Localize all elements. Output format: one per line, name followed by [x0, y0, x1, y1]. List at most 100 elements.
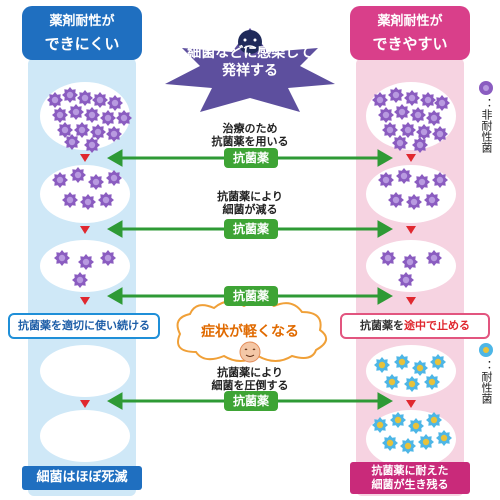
bacterium [414, 174, 430, 190]
bacterium [432, 126, 448, 142]
bacterium [380, 250, 396, 266]
bacterium [77, 90, 93, 106]
bacterium [78, 254, 94, 270]
left-stage-5-oval [40, 410, 130, 462]
non-resistant-bacteria-icon [479, 81, 493, 95]
bacteria-layer [47, 87, 452, 454]
bacterium [47, 92, 63, 108]
resistant-bacterium [418, 434, 434, 450]
infection-star-shape [165, 28, 335, 112]
bacterium [402, 254, 418, 270]
infection-title-line1: 細菌などに感染して [187, 45, 313, 61]
bacterium [62, 192, 78, 208]
resistant-bacterium [384, 374, 400, 390]
header-right-line2: できやすい [372, 35, 448, 53]
sick-face-icon [238, 30, 262, 54]
resistant-bacterium [382, 435, 398, 451]
callout-right-highlight: 途中で止める [404, 319, 470, 332]
bacterium [70, 167, 86, 183]
bacterium [392, 135, 408, 151]
header-right-line1: 薬剤耐性が [377, 14, 443, 29]
callout-right: 抗菌薬を途中で止める [340, 313, 490, 339]
bacterium [382, 122, 398, 138]
antibiotic-pill-1: 抗菌薬 [224, 148, 278, 168]
bacterium [398, 272, 414, 288]
down-arrows-right [406, 154, 416, 408]
bacterium [406, 194, 422, 210]
bacterium [432, 172, 448, 188]
step3-text: 抗菌薬により 細菌を圧倒する [170, 366, 330, 392]
bacterium [426, 250, 442, 266]
bacterium [88, 174, 104, 190]
bacterium [92, 92, 108, 108]
resistant-bacterium [374, 357, 390, 373]
resistant-bacterium [408, 418, 424, 434]
resistant-bacterium [372, 417, 388, 433]
resistant-bacterium [394, 354, 410, 370]
symptom-label: 症状が軽くなる [201, 324, 299, 340]
header-left-line1: 薬剤耐性が [49, 14, 115, 29]
resistant-bacterium [426, 412, 442, 428]
header-left: 薬剤耐性が できにくい [22, 6, 142, 60]
bacterium [388, 192, 404, 208]
step2-text: 抗菌薬により 細菌が減る [170, 190, 330, 216]
bacterium [412, 137, 428, 153]
bacterium [57, 122, 73, 138]
bacterium [90, 124, 106, 140]
left-stage-4-oval [40, 345, 130, 397]
resistant-bacterium [390, 412, 406, 428]
step3-line1: 抗菌薬により [217, 366, 283, 379]
header-right: 薬剤耐性が できやすい [350, 6, 470, 60]
antibiotic-pill-3: 抗菌薬 [224, 286, 278, 306]
callout-right-part1: 抗菌薬を [360, 319, 404, 332]
bacterium [68, 104, 84, 120]
bacterium [426, 110, 442, 126]
header-left-line2: できにくい [44, 35, 120, 53]
resistant-bacterium [404, 376, 420, 392]
step2-line2: 細菌が減る [222, 203, 278, 216]
bacterium [106, 126, 122, 142]
step1-text: 治療のため 抗菌薬を用いる [170, 122, 330, 148]
bacterium [106, 170, 122, 186]
bacterium [396, 168, 412, 184]
banner-right-line1: 抗菌薬に耐えた [371, 464, 449, 477]
resistant-bacteria-icon [479, 343, 493, 357]
symptom-cloud-shape [176, 300, 327, 362]
bacterium [404, 90, 420, 106]
bacterium [100, 250, 116, 266]
antibiotic-pill-4: 抗菌薬 [224, 391, 278, 411]
down-arrows-left [80, 154, 90, 408]
infection-title: 細菌などに感染して 発祥する [152, 44, 348, 80]
resistant-bacterium [436, 430, 452, 446]
bacterium [434, 95, 450, 111]
bacterium [424, 192, 440, 208]
bacterium [372, 92, 388, 108]
resistant-bacterium [424, 374, 440, 390]
step1-line2: 抗菌薬を用いる [211, 135, 289, 148]
bacterium [100, 110, 116, 126]
infection-title-line2: 発祥する [222, 63, 278, 79]
bacterium [72, 272, 88, 288]
resistant-bacterium [430, 354, 446, 370]
bacterium [80, 194, 96, 210]
bacterium [74, 122, 90, 138]
resistant-bacterium [412, 360, 428, 376]
bacterium [416, 124, 432, 140]
bacterium [116, 110, 132, 126]
bacterium [410, 107, 426, 123]
bacterium [84, 107, 100, 123]
step1-line1: 治療のため [222, 122, 278, 135]
bacterium [84, 137, 100, 153]
bacterium [98, 192, 114, 208]
antibiotic-pill-2: 抗菌薬 [224, 219, 278, 239]
resistant-bacterium [400, 438, 416, 454]
step2-line1: 抗菌薬により [217, 190, 283, 203]
banner-right: 抗菌薬に耐えた 細菌が生き残る [350, 462, 470, 494]
legend-resistant: ：耐性菌 [480, 360, 493, 404]
bacterium [400, 122, 416, 138]
bacterium [378, 172, 394, 188]
bacterium [388, 87, 404, 103]
step3-line2: 細菌を圧倒する [211, 379, 289, 392]
